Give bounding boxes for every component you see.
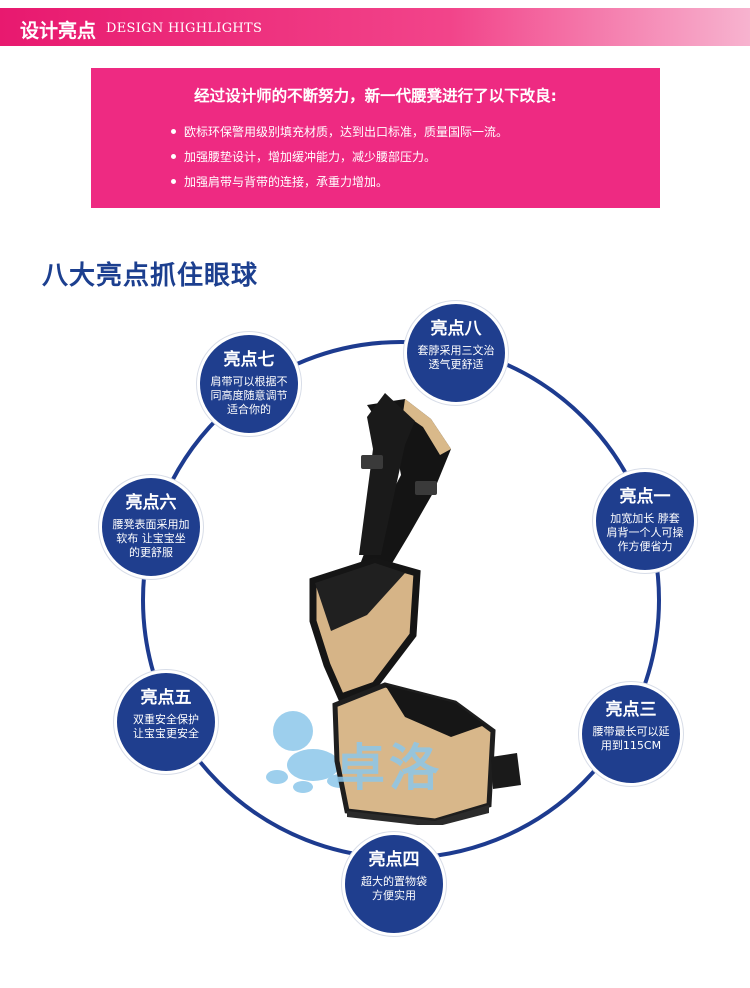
highlight-line: 适合你的 [227,403,271,416]
highlight-line: 肩带可以根据不 [210,375,288,388]
intro-box: 经过设计师的不断努力，新一代腰凳进行了以下改良: 欧标环保警用级别填充材质，达到… [91,68,660,208]
highlight-title: 亮点八 [430,319,482,339]
header-title: 设计亮点 [20,20,97,42]
highlight-line: 的更舒服 [129,546,173,559]
highlight-title: 亮点三 [605,700,657,720]
intro-bullet: 加强腰垫设计，增加缓冲能力，减少腰部压力。 [171,148,436,165]
highlight-line: 加宽加长 脖套 [610,512,680,525]
intro-bullet: 加强肩带与背带的连接，承重力增加。 [171,173,388,190]
highlight-line: 让宝宝更安全 [133,727,199,740]
highlight-3: 亮点三 腰带最长可以延 用到115CM [579,682,683,786]
bullet-dot-icon [171,129,176,134]
section-title: 八大亮点抓住眼球 [42,261,259,291]
highlight-6: 亮点六 腰凳表面采用加 软布 让宝宝坐 的更舒服 [99,475,203,579]
highlight-line: 超大的置物袋 [361,875,427,888]
highlight-7: 亮点七 肩带可以根据不 同高度随意调节 适合你的 [197,332,301,436]
highlight-8: 亮点八 套脖采用三文治 透气更舒适 [404,301,508,405]
bullet-dot-icon [171,179,176,184]
highlight-1: 亮点一 加宽加长 脖套 肩背一个人可操 作方便省力 [593,469,697,573]
bullet-text: 欧标环保警用级别填充材质，达到出口标准，质量国际一流。 [184,125,509,139]
highlight-line: 同高度随意调节 [210,389,288,402]
highlight-line: 肩背一个人可操 [606,526,684,539]
highlight-line: 腰带最长可以延 [592,725,670,738]
intro-heading: 经过设计师的不断努力，新一代腰凳进行了以下改良: [194,87,557,105]
highlight-title: 亮点五 [140,688,192,708]
header-bar: 设计亮点 DESIGN HIGHLIGHTS [0,8,750,46]
intro-bullet: 欧标环保警用级别填充材质，达到出口标准，质量国际一流。 [171,123,508,140]
header-subtitle: DESIGN HIGHLIGHTS [106,21,263,36]
baby-watermark-icon [266,711,355,793]
bullet-text: 加强肩带与背带的连接，承重力增加。 [184,175,389,189]
highlight-title: 亮点四 [368,850,420,870]
highlight-title: 亮点六 [125,493,177,513]
highlight-line: 腰凳表面采用加 [112,518,190,531]
highlight-line: 作方便省力 [617,540,673,553]
highlight-line: 用到115CM [600,739,662,752]
bullet-text: 加强腰垫设计，增加缓冲能力，减少腰部压力。 [184,150,437,164]
highlight-line: 软布 让宝宝坐 [116,532,186,545]
highlight-line: 套脖采用三文治 [417,344,495,357]
highlight-line: 透气更舒适 [428,358,484,371]
highlight-5: 亮点五 双重安全保护 让宝宝更安全 [114,670,218,774]
bullet-dot-icon [171,154,176,159]
highlight-line: 方便实用 [372,889,416,902]
highlight-line: 双重安全保护 [133,713,199,726]
highlight-title: 亮点一 [619,487,671,507]
highlight-4: 亮点四 超大的置物袋 方便实用 [342,832,446,936]
brand-watermark: 卓洛 [335,739,443,797]
hip-seat-carrier-image [266,393,521,825]
highlight-title: 亮点七 [223,350,275,370]
